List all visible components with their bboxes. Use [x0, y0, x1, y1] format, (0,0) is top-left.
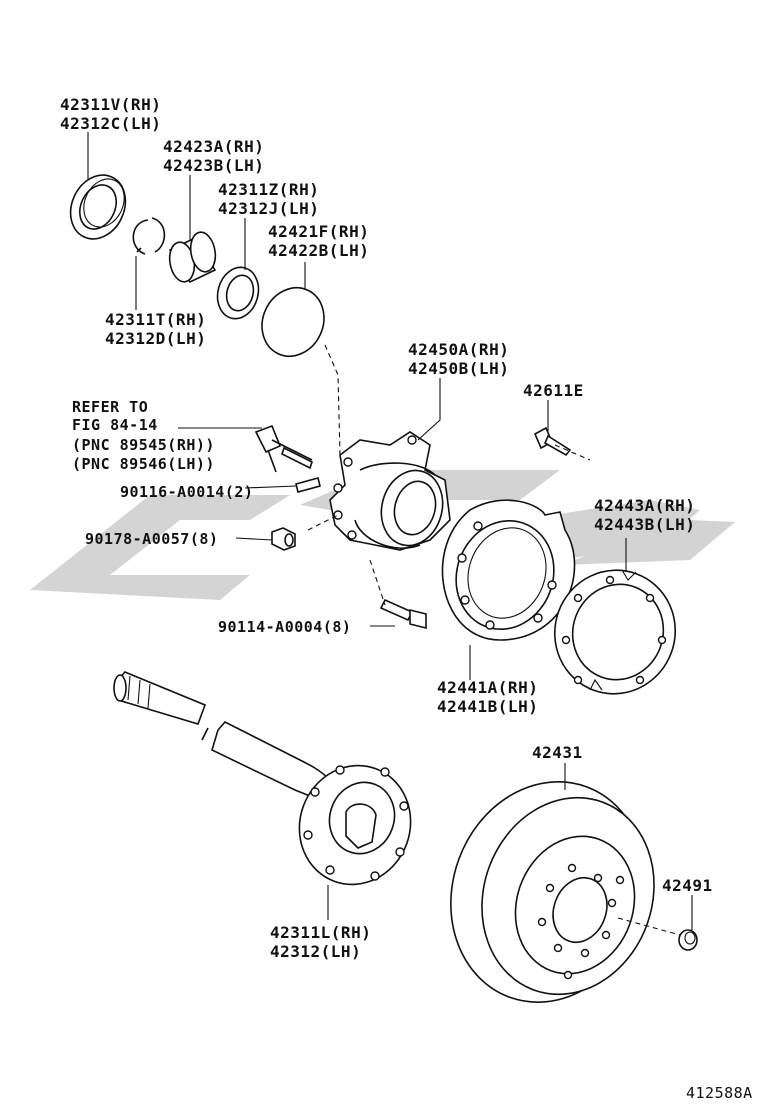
retainer-part — [216, 266, 260, 320]
callout-hub-housing-line-1: 42450A(RH) — [408, 340, 509, 359]
sensor-part — [254, 424, 313, 473]
callout-o-ring: 42421F(RH) 42422B(LH) — [268, 222, 369, 260]
o-ring-part — [261, 287, 325, 357]
callout-bearing-line-1: 42423A(RH) — [163, 137, 264, 156]
callout-backing-plate: 42443A(RH) 42443B(LH) — [594, 496, 695, 534]
axle-shaft-part — [113, 671, 412, 886]
callout-hole-plug-line-1: 42491 — [662, 876, 713, 895]
oil-seal-part — [69, 174, 127, 240]
callout-axle-shaft: 42311L(RH) 42312(LH) — [270, 923, 371, 961]
callout-sensor-ref-line-4: (PNC 89546(LH)) — [72, 455, 215, 473]
callout-axle-shaft-line-1: 42311L(RH) — [270, 923, 371, 942]
callout-hub-housing: 42450A(RH) 42450B(LH) — [408, 340, 509, 378]
callout-disc-rotor-line-1: 42431 — [532, 743, 583, 762]
callout-o-ring-line-1: 42421F(RH) — [268, 222, 369, 241]
callout-retainer: 42311Z(RH) 42312J(LH) — [218, 180, 319, 218]
bolt-part — [379, 598, 427, 630]
callout-retainer-line-2: 42312J(LH) — [218, 199, 319, 218]
stud-bolt-part — [295, 477, 321, 493]
callout-nut-line-1: 90178-A0057(8) — [85, 530, 218, 548]
callout-bearing-line-2: 42423B(LH) — [163, 156, 264, 175]
callout-dust-cover-line-1: 42441A(RH) — [437, 678, 538, 697]
callout-sensor-ref-line-3: (PNC 89545(RH)) — [72, 436, 215, 454]
callout-sensor-ref: REFER TO FIG 84-14 (PNC 89545(RH)) (PNC … — [72, 398, 215, 473]
leader-lines — [87, 132, 693, 930]
callout-axle-shaft-line-2: 42312(LH) — [270, 942, 361, 961]
callout-retainer-line-1: 42311Z(RH) — [218, 180, 319, 199]
callout-o-ring-line-2: 42422B(LH) — [268, 241, 369, 260]
callout-backing-plate-line-2: 42443B(LH) — [594, 515, 695, 534]
disc-rotor-part — [450, 781, 655, 1003]
callout-oil-seal-line-2: 42312C(LH) — [60, 114, 161, 133]
callout-bolt: 90114-A0004(8) — [218, 618, 351, 636]
callout-snap-ring-line-2: 42312D(LH) — [105, 329, 206, 348]
dust-cover-part — [441, 499, 576, 641]
hub-housing-part — [329, 431, 451, 551]
callout-stud-bolt-line-1: 90116-A0014(2) — [120, 483, 253, 501]
callout-oil-seal-line-1: 42311V(RH) — [60, 95, 161, 114]
callout-snap-ring-line-1: 42311T(RH) — [105, 310, 206, 329]
callout-dust-cover: 42441A(RH) 42441B(LH) — [437, 678, 538, 716]
callout-hub-housing-line-2: 42450B(LH) — [408, 359, 509, 378]
callout-snap-ring: 42311T(RH) 42312D(LH) — [105, 310, 206, 348]
bearing-part — [168, 231, 217, 284]
callout-hub-bolt: 42611E — [523, 381, 584, 400]
callout-backing-plate-line-1: 42443A(RH) — [594, 496, 695, 515]
alignment-lines — [307, 344, 681, 936]
snap-ring-part — [132, 217, 166, 255]
callout-bearing: 42423A(RH) 42423B(LH) — [163, 137, 264, 175]
watermark-shape-4 — [560, 520, 735, 565]
backing-plate-part — [553, 569, 677, 695]
callout-hole-plug: 42491 — [662, 876, 713, 895]
callout-sensor-ref-line-1: REFER TO — [72, 398, 148, 416]
callout-hub-bolt-line-1: 42611E — [523, 381, 584, 400]
watermark-shape-1 — [30, 495, 290, 600]
hub-bolt-part — [533, 426, 572, 457]
callout-dust-cover-line-2: 42441B(LH) — [437, 697, 538, 716]
callout-stud-bolt: 90116-A0014(2) — [120, 483, 253, 501]
callout-nut: 90178-A0057(8) — [85, 530, 218, 548]
callout-disc-rotor: 42431 — [532, 743, 583, 762]
callout-sensor-ref-line-2: FIG 84-14 — [72, 416, 158, 434]
diagram-id: 412588A — [686, 1084, 753, 1102]
hole-plug-part — [678, 929, 698, 951]
callout-oil-seal: 42311V(RH) 42312C(LH) — [60, 95, 161, 133]
nut-part — [271, 527, 296, 551]
callout-bolt-line-1: 90114-A0004(8) — [218, 618, 351, 636]
